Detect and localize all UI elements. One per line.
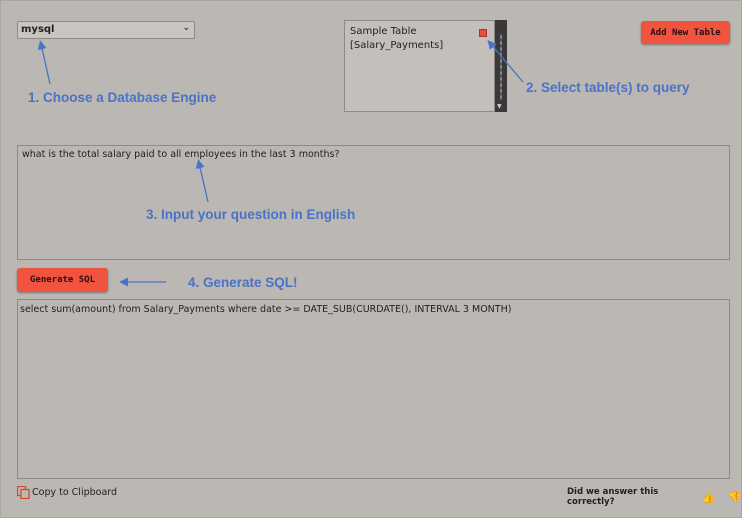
copy-to-clipboard[interactable]: Copy to Clipboard [16, 485, 118, 500]
engine-select-value: mysql [21, 24, 55, 35]
feedback-question: Did we answer this correctly? [567, 487, 659, 507]
table-checkbox[interactable] [479, 29, 487, 37]
thumbs-down-icon[interactable]: 👎 [728, 490, 742, 504]
sql-output[interactable]: select sum(amount) from Salary_Payments … [17, 299, 730, 479]
database-engine-select[interactable]: mysql ⌄ [17, 21, 195, 39]
annotation-step1: 1. Choose a Database Engine [28, 90, 217, 105]
scrollbar-grip [500, 34, 502, 100]
add-new-table-button[interactable]: Add New Table [641, 21, 730, 44]
arrow-step2 [487, 40, 524, 83]
copy-label: Copy to Clipboard [32, 487, 118, 498]
thumbs-up-icon[interactable]: 👍 [701, 490, 716, 504]
generate-sql-button[interactable]: Generate SQL [17, 268, 108, 292]
feedback-row: Did we answer this correctly? 👍 👎 [567, 487, 742, 507]
annotation-step2: 2. Select table(s) to query [526, 80, 690, 95]
copy-icon [16, 485, 30, 500]
annotation-step3: 3. Input your question in English [146, 207, 356, 222]
table-list-line2: [Salary_Payments] [350, 40, 444, 51]
table-list-line1: Sample Table [350, 26, 417, 37]
table-list-scrollbar[interactable]: ▼ [495, 20, 507, 112]
annotation-step4: 4. Generate SQL! [188, 275, 298, 290]
question-input[interactable]: what is the total salary paid to all emp… [17, 145, 730, 260]
chevron-down-icon: ⌄ [182, 23, 190, 33]
arrow-step3 [195, 159, 209, 203]
table-list[interactable]: Sample Table [Salary_Payments] [344, 20, 495, 112]
arrow-step1 [37, 40, 51, 85]
scroll-down-icon[interactable]: ▼ [497, 103, 502, 110]
